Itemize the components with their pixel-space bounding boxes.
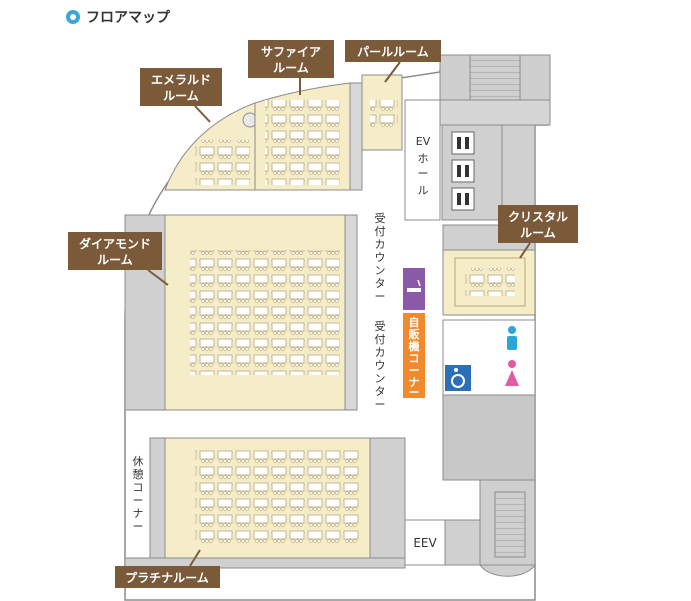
location-dot-icon <box>66 10 80 24</box>
svg-text:自: 自 <box>409 315 420 329</box>
svg-text:EV: EV <box>416 135 431 148</box>
svg-text:クリスタル: クリスタル <box>508 210 568 224</box>
svg-text:ー: ー <box>375 398 386 411</box>
reception-label-upper: 受 付 カ ウ ン タ ー <box>375 212 386 303</box>
vending-label: 自 販 機 コ ー ナ ー <box>409 315 421 399</box>
svg-text:ル: ル <box>418 184 429 197</box>
reception-label-lower: 受 付 カ ウ ン タ ー <box>375 320 386 411</box>
svg-text:ウ: ウ <box>375 251 386 264</box>
svg-text:エメラルド: エメラルド <box>151 73 211 87</box>
svg-text:受: 受 <box>375 320 386 333</box>
svg-text:ダイアモンド: ダイアモンド <box>79 236 151 251</box>
svg-text:付: 付 <box>375 225 386 238</box>
vending-corner <box>403 313 425 398</box>
svg-text:ルーム: ルーム <box>520 226 556 240</box>
svg-text:ナ: ナ <box>409 376 420 389</box>
svg-text:サファイア: サファイア <box>261 45 321 59</box>
svg-text:コ: コ <box>133 481 144 494</box>
svg-text:タ: タ <box>375 385 386 398</box>
ev-hall <box>404 99 441 221</box>
svg-text:ルーム: ルーム <box>97 253 133 267</box>
svg-text:ー: ー <box>133 494 144 507</box>
svg-text:ン: ン <box>375 264 386 277</box>
label-platinum: プラチナルーム <box>115 549 220 588</box>
svg-text:ルーム: ルーム <box>163 89 199 103</box>
svg-text:ー: ー <box>418 167 429 180</box>
svg-text:カ: カ <box>375 346 386 359</box>
label-crystal: クリスタル ルーム <box>498 205 578 259</box>
svg-text:受: 受 <box>375 212 386 225</box>
female-restroom-icon <box>505 360 519 386</box>
svg-text:休: 休 <box>133 455 144 468</box>
ev-hall-label: EV ホ ー ル <box>416 135 431 197</box>
svg-text:カ: カ <box>375 238 386 251</box>
svg-text:パールルーム: パールルーム <box>357 45 429 59</box>
svg-text:ホ: ホ <box>418 152 429 165</box>
svg-text:ー: ー <box>375 290 386 303</box>
label-pearl: パールルーム <box>345 40 441 83</box>
map-header: フロアマップ <box>66 6 170 28</box>
svg-text:ー: ー <box>409 364 420 377</box>
svg-text:タ: タ <box>375 277 386 290</box>
label-diamond: ダイアモンド ルーム <box>68 232 169 286</box>
svg-text:ウ: ウ <box>375 359 386 372</box>
eev-label: EEV <box>413 536 437 550</box>
svg-text:憩: 憩 <box>133 467 144 481</box>
svg-text:付: 付 <box>375 333 386 346</box>
svg-text:ナ: ナ <box>133 507 144 520</box>
svg-text:ー: ー <box>133 520 144 533</box>
svg-text:ー: ー <box>409 386 420 399</box>
svg-text:プラチナルーム: プラチナルーム <box>125 570 209 585</box>
svg-text:ン: ン <box>375 372 386 385</box>
rest-corner-label: 休 憩 コ ー ナ ー <box>133 455 144 533</box>
svg-text:ルーム: ルーム <box>273 61 309 75</box>
page-title: フロアマップ <box>86 10 170 26</box>
label-emerald: エメラルド ルーム <box>140 68 222 123</box>
svg-text:機: 機 <box>409 339 420 353</box>
label-sapphire: サファイア ルーム <box>248 40 334 95</box>
svg-text:コ: コ <box>409 352 420 365</box>
wheelchair-icon <box>445 365 471 391</box>
male-restroom-icon <box>507 326 517 350</box>
svg-text:販: 販 <box>409 327 421 341</box>
smoking-icon <box>407 279 421 292</box>
elevator-icon <box>457 137 469 205</box>
